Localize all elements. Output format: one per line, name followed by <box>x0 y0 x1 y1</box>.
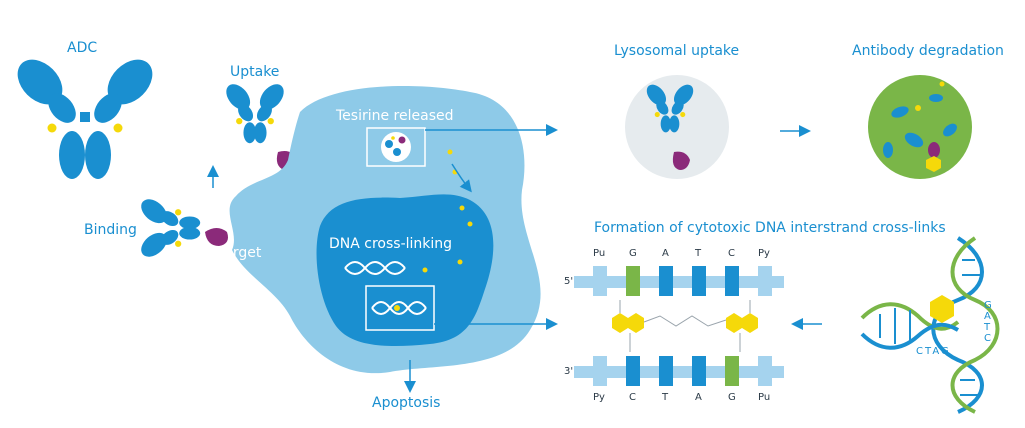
helix-rungs <box>879 259 982 396</box>
top-base-label: Py <box>758 248 770 259</box>
label-target: Target <box>218 245 262 261</box>
top-base-label: Pu <box>593 248 606 259</box>
tesirine-box <box>366 127 426 167</box>
label-dna-cross-linking: DNA cross-linking <box>329 236 453 252</box>
bottom-base-label: A <box>695 392 702 403</box>
label-apoptosis: Apoptosis <box>372 395 441 411</box>
label-5prime: 5' <box>564 276 574 287</box>
label-adc: ADC <box>67 40 98 56</box>
adc-antibody <box>17 59 153 179</box>
crosslink-dna-helix <box>371 301 427 315</box>
payload-to-nucleus-arrow <box>451 163 472 193</box>
label-helix-gatc: GATC <box>984 300 992 344</box>
label-uptake: Uptake <box>230 64 280 80</box>
bottom-base-label: Pu <box>758 392 771 403</box>
bottom-strand <box>574 356 784 386</box>
bottom-base-label: Py <box>593 392 605 403</box>
binding-antibody <box>136 194 201 262</box>
uptake-antibody <box>221 79 289 144</box>
top-base-label: T <box>695 248 702 259</box>
label-antibody-degradation: Antibody degradation <box>852 43 1004 59</box>
nucleus <box>316 194 494 347</box>
label-3prime: 3' <box>564 366 574 377</box>
top-strand <box>574 266 784 296</box>
label-tesirine-released: Tesirine released <box>336 108 454 124</box>
degraded-fragments <box>883 81 957 172</box>
label-lysosomal-uptake: Lysosomal uptake <box>614 43 740 59</box>
top-base-label: C <box>728 248 735 259</box>
target-receptor-binding <box>205 228 228 246</box>
bottom-base-label: C <box>629 392 636 403</box>
helix-drug-hexagon <box>930 295 954 323</box>
dna-double-helix <box>860 236 1000 414</box>
crosslink-box <box>365 285 435 331</box>
degradation-circle <box>868 75 972 179</box>
nucleus-dna-helix <box>344 261 406 275</box>
label-helix-ctag: CTAG <box>916 346 951 357</box>
label-crosslinks-title: Formation of cytotoxic DNA interstrand c… <box>594 220 946 236</box>
bottom-base-label: G <box>728 392 736 403</box>
top-base-label: G <box>629 248 637 259</box>
pbd-crosslink-molecule <box>612 300 758 352</box>
bottom-base-label: T <box>662 392 669 403</box>
label-binding: Binding <box>84 222 137 238</box>
top-base-label: A <box>662 248 669 259</box>
